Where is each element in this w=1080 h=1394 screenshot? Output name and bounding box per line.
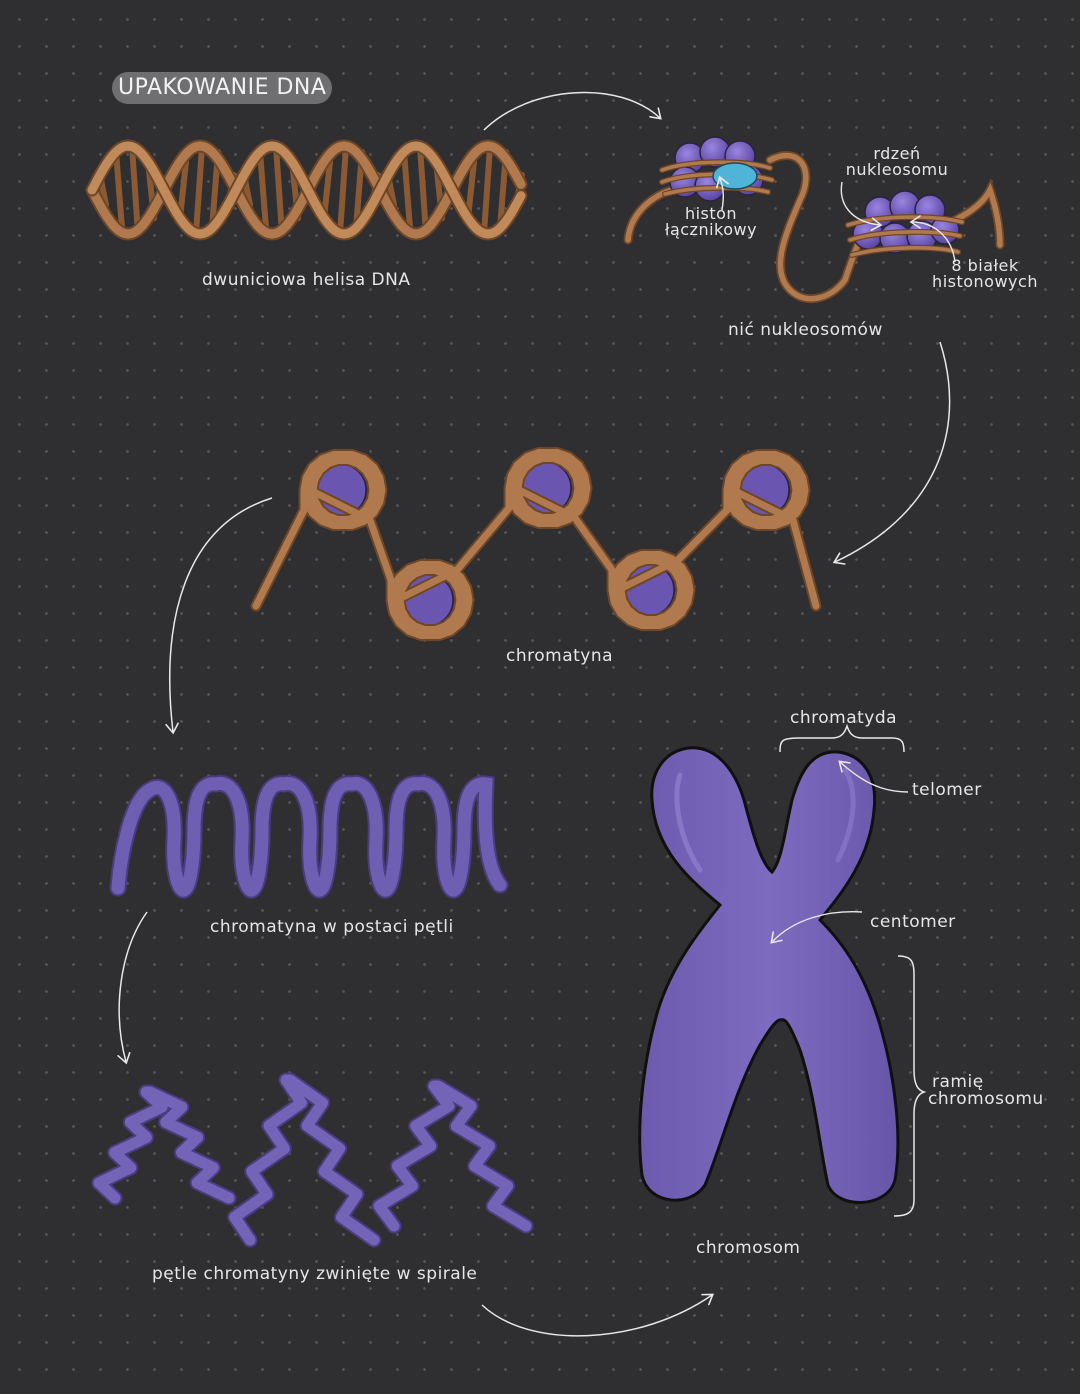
helix-rung: [337, 143, 349, 237]
loops-wave: [111, 777, 507, 897]
label-telomere: telomer: [912, 780, 982, 800]
label-linker-histone: histon łącznikowy: [656, 206, 766, 238]
label-chromatin: chromatyna: [506, 646, 614, 666]
arrow-loops-to-spirals: [117, 911, 148, 1065]
label-chromatid: chromatyda: [790, 708, 898, 728]
spiral-loops: [93, 1074, 532, 1246]
histone-pointer-arrow: [909, 215, 956, 263]
label-histone-proteins-line1: 8 białek: [951, 256, 1019, 275]
label-chromosome-arm: ramię chromosomu: [928, 1074, 1044, 1108]
core-pointer-arrow: [840, 181, 883, 231]
chromosome-shape: [638, 723, 927, 1217]
chromatid-brace: [779, 723, 905, 753]
label-nucleosome-core-line1: rdzeń: [873, 144, 921, 163]
label-double-helix: dwuniciowa helisa DNA: [202, 270, 411, 290]
dna-double-helix: [85, 139, 528, 241]
label-arm-line1: ramię: [932, 1072, 984, 1092]
label-chromatin-loops: chromatyna w postaci pętli: [210, 917, 454, 937]
label-linker-histone-line1: histon: [684, 204, 738, 223]
label-histone-proteins-line2: histonowych: [932, 272, 1038, 291]
label-linker-histone-line2: łącznikowy: [664, 220, 758, 239]
helix-rung: [257, 148, 269, 232]
label-nucleosome-core: rdzeń nukleosomu: [836, 146, 958, 178]
helix-strand-front-fill: [87, 141, 526, 239]
helix-rung: [129, 143, 141, 237]
telomere-arrow: [838, 760, 909, 793]
coiled-loops: [91, 1072, 534, 1248]
helix-rung: [273, 143, 285, 237]
chromosome-body: [638, 746, 900, 1204]
label-histone-proteins: 8 białek histonowych: [922, 258, 1048, 290]
centromere-arrow: [770, 911, 863, 944]
arm-brace: [893, 955, 927, 1217]
nucleosome-1: [659, 136, 775, 202]
label-arm-line2: chromosomu: [928, 1089, 1044, 1109]
label-centromere: centomer: [870, 912, 956, 932]
linker-pointer-arrow: [716, 175, 730, 211]
chromatin-thread-fill: [252, 449, 820, 639]
arrow-chromatin-to-loops: [165, 497, 273, 735]
helix-rung: [417, 143, 429, 237]
helix-rung: [193, 143, 205, 237]
label-nucleosome-strand: nić nukleosomów: [728, 320, 883, 340]
chromatin-loops: [109, 775, 509, 899]
flow-arrows: [117, 91, 951, 1337]
arrow-nucleosomes-to-chromatin: [832, 341, 951, 565]
nucleosome-2: [845, 190, 965, 258]
arrow-helix-to-nucleosomes: [483, 91, 662, 131]
chromatin-coil: [250, 447, 822, 641]
nucleosome-strand: [623, 136, 1005, 304]
arrow-spirals-to-chromosome: [481, 1293, 715, 1337]
label-nucleosome-core-line2: nukleosomu: [845, 160, 949, 179]
label-coiled-loops: pętle chromatyny zwinięte w spirale: [152, 1264, 478, 1284]
helix-rung: [481, 143, 493, 237]
helix-rung: [113, 148, 125, 232]
helix-rung: [401, 148, 413, 232]
label-chromosome: chromosom: [696, 1238, 801, 1258]
page-title: UPAKOWANIE DNA: [112, 72, 333, 104]
linker-histone-shape: [712, 162, 758, 190]
